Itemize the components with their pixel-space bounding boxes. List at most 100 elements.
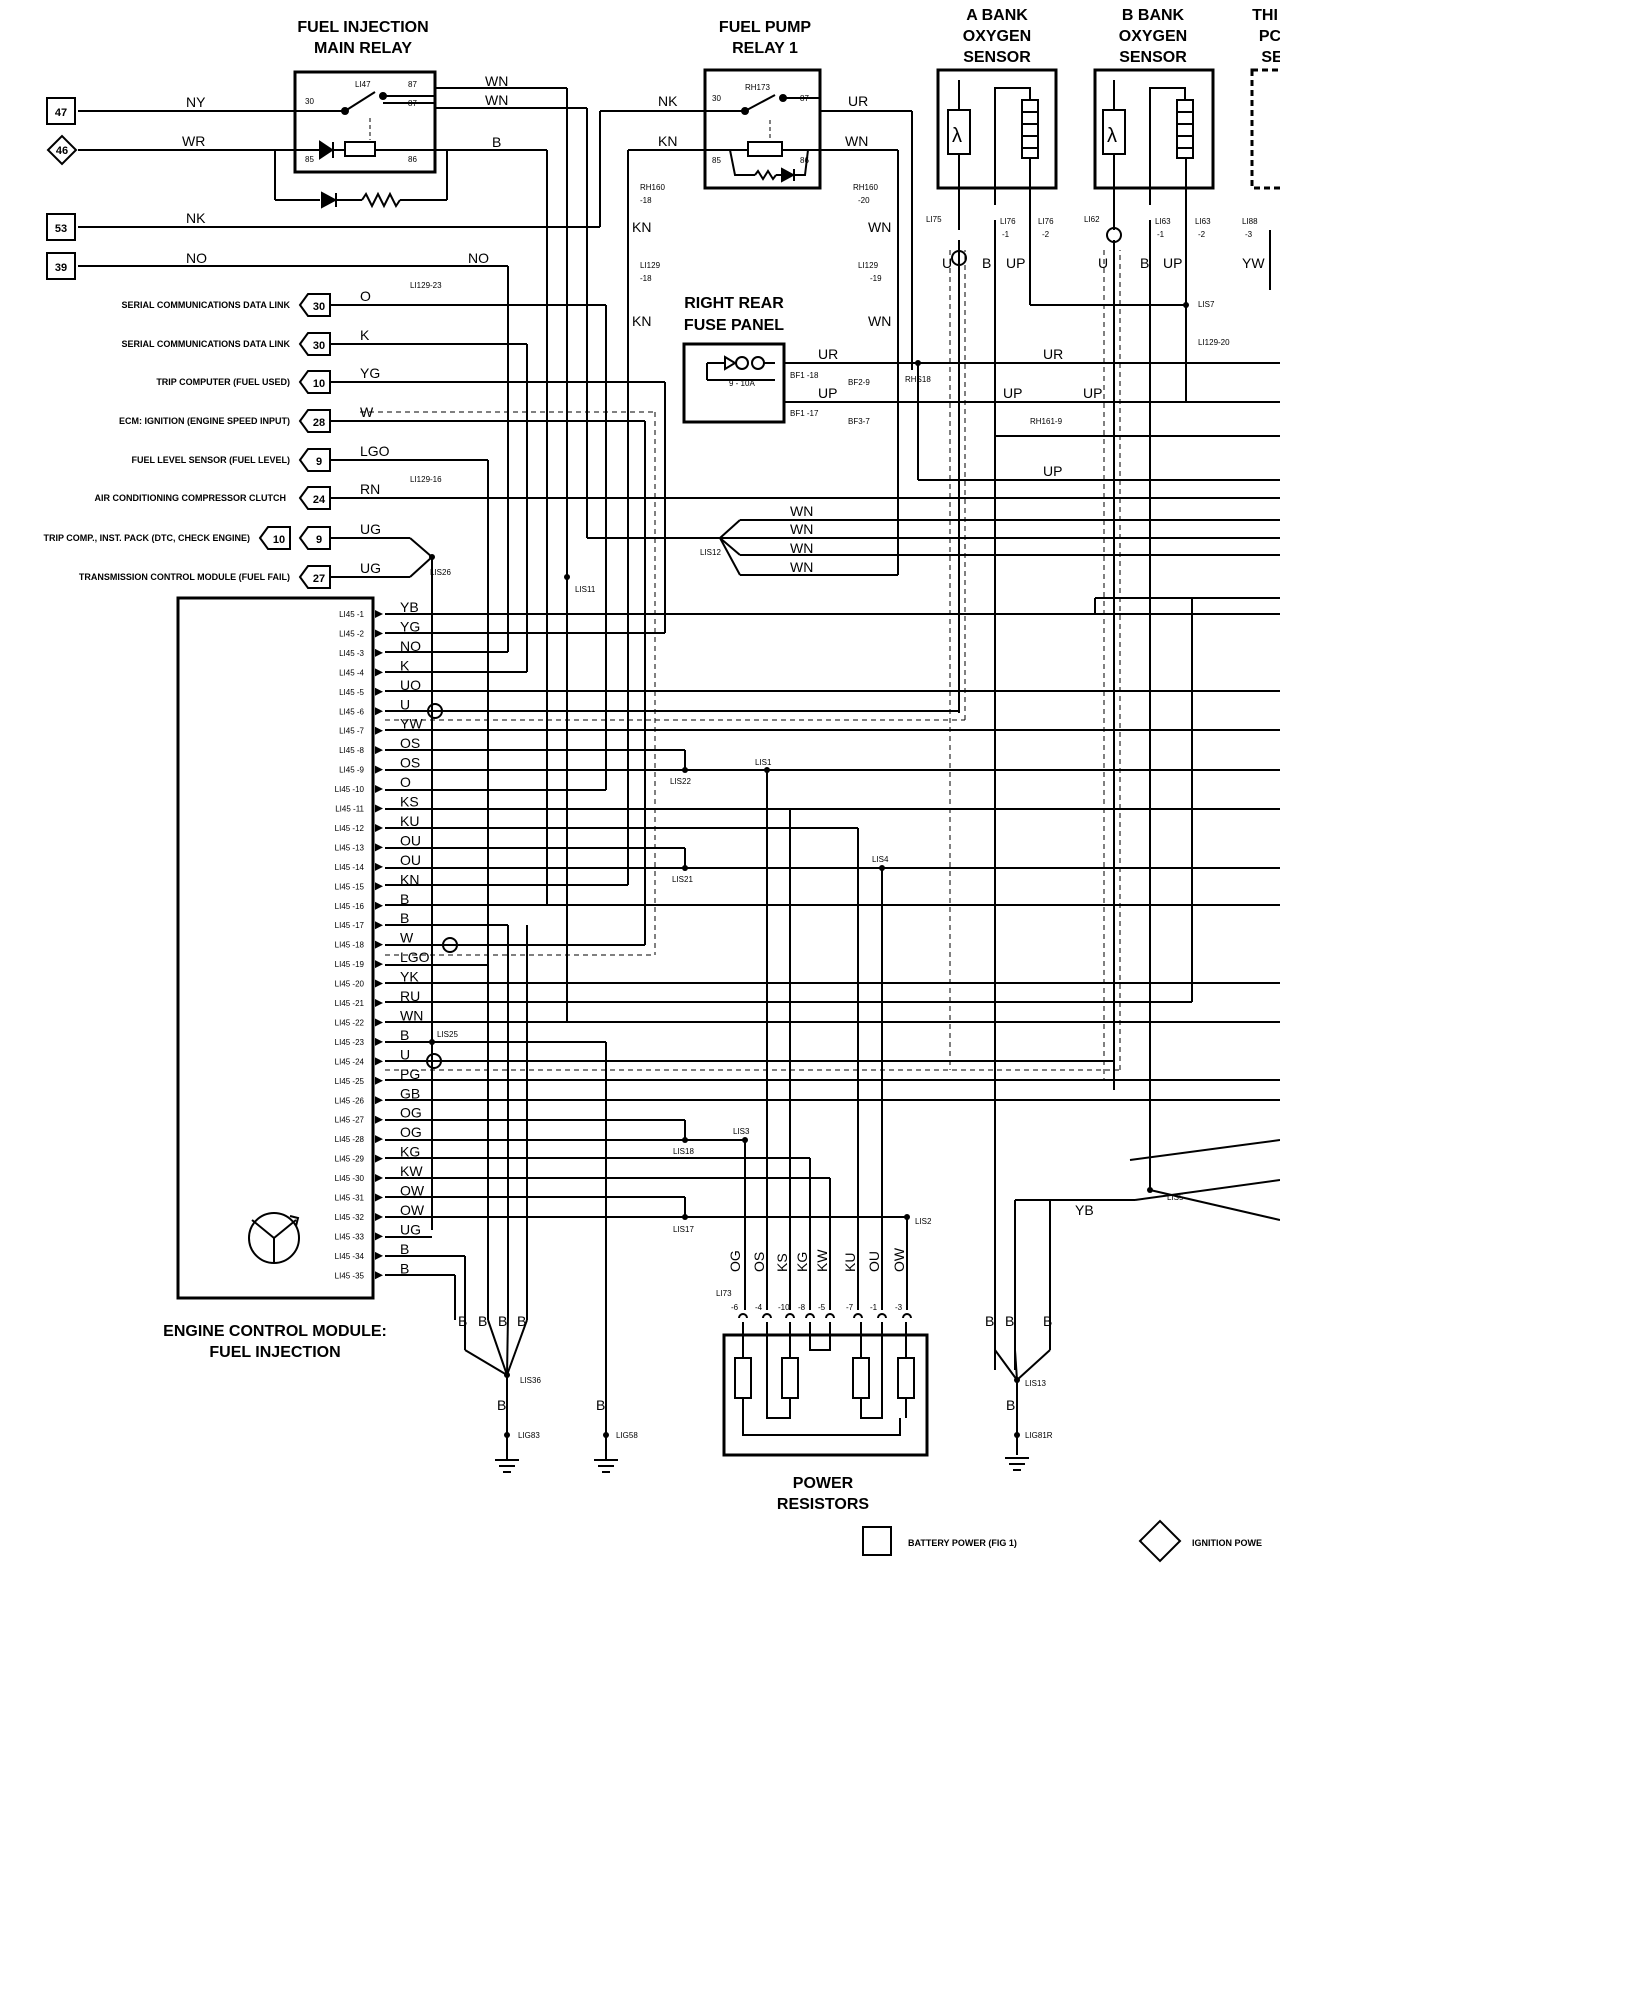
resistor-wire-label: OW [891,1247,907,1272]
ecm-pin-connector [375,960,383,969]
ecm-pin-connector [375,707,383,716]
lambda-icon: λ [1107,125,1117,147]
circuit-label: SERIAL COMMUNICATIONS DATA LINK [122,339,291,349]
ecm-pin-connector [375,726,383,735]
power-resistors-title-2: RESISTORS [777,1496,870,1513]
connector-label: -2 [1198,230,1206,239]
ecm-pin-label: LI45 -2 [339,629,364,638]
ecm-wire-label: PG [400,1066,420,1082]
wire-label: NK [658,93,678,109]
circuit-label: SERIAL COMMUNICATIONS DATA LINK [122,300,291,310]
connector-label: LIS5 [1167,1193,1184,1202]
wire-label: B [985,1313,994,1329]
ecm-pin-label: LI45 -33 [335,1232,365,1241]
resistor-pin-label: -8 [798,1303,806,1312]
circuit-number: 24 [313,494,326,506]
ecm-wire-label: U [400,1046,410,1062]
wire-label: NO [468,250,489,266]
ecm-wire-label: KN [400,871,419,887]
ecm-wire-label: LGO [400,949,430,965]
ecm-pin-connector [375,629,383,638]
wire-label: LGO [360,443,390,459]
relay-pin: 87 [408,99,417,108]
pump-relay-title-2: RELAY 1 [732,40,798,57]
connector-label: LIG81R [1025,1431,1053,1440]
wire-label: B [517,1313,526,1329]
fuse-panel [682,342,1280,424]
connector-label: LIS13 [1025,1379,1046,1388]
ecm-wire-label: GB [400,1085,420,1101]
ecm-pin-label: LI45 -10 [335,785,365,794]
ecm-wire-label: KS [400,794,419,810]
legend-ignition: IGNITION POWE [1192,1538,1262,1548]
lambda-icon: λ [952,125,962,147]
ecm-pin-connector [375,823,383,832]
circuit-label: ECM: IGNITION (ENGINE SPEED INPUT) [119,416,290,426]
circuit-label: FUEL LEVEL SENSOR (FUEL LEVEL) [131,455,290,465]
pump-relay [599,68,913,885]
wire-label: B [1005,1313,1014,1329]
ecm-pin-label: LI45 -16 [335,902,365,911]
ecm-pin-label: LI45 -34 [335,1252,365,1261]
wire-label: WN [790,503,813,519]
third-sensor-title-1: THI [1252,7,1278,24]
connector-label: LI63 [1155,217,1171,226]
ecm-pin-label: LI45 -27 [335,1116,365,1125]
ecm-wire-label: B [400,1241,409,1257]
ecm-pin-connector [375,1232,383,1241]
wire-label: YG [360,365,380,381]
wiring-diagram: FUEL INJECTION MAIN RELAY FUEL PUMP RELA… [43,7,1280,1563]
ecm-pin-connector [375,648,383,657]
ecm-pin-connector [375,1115,383,1124]
relay-pin: 30 [712,94,721,103]
connector-label: LIG83 [518,1431,540,1440]
wire-label: WN [790,559,813,575]
ecm-pin-label: LI45 -19 [335,960,365,969]
wire-label: NO [186,250,207,266]
arrow-terminals [258,293,331,589]
resistor-pin-label: -1 [870,1303,878,1312]
wire-label: B [982,255,991,271]
relay-pin: 30 [305,97,314,106]
connector-label: LIS25 [437,1030,458,1039]
circuit-label: AIR CONDITIONING COMPRESSOR CLUTCH [94,493,286,503]
b-bank-sensor [1093,68,1215,1190]
resistor-wire-label: KG [794,1252,810,1272]
ecm-pin-connector [375,1096,383,1105]
main-relay [78,70,587,209]
ecm-pin-connector [375,843,383,852]
wire-label: UP [1043,463,1062,479]
wire-label: UP [1163,255,1182,271]
connector-label: LIS1 [755,758,772,767]
ecm-wire-label: O [400,774,411,790]
fuse-value: 9 - 10A [729,379,755,388]
ecm-pin-connector [375,979,383,988]
ecm-wire-label: OW [400,1183,425,1199]
power-resistors [722,1322,929,1457]
connector-label: LI129-23 [410,281,442,290]
relay-pin: 85 [712,156,721,165]
ecm-pin-label: LI45 -5 [339,688,364,697]
ecm-wire-label: YB [400,599,419,615]
connector-label: LI76 [1000,217,1016,226]
circuit-number: 30 [313,340,325,352]
resistor-pin-connector [762,1313,772,1319]
ecm-pin-connector [375,921,383,930]
ecm-wire-label: K [400,657,410,673]
a-bank-title-1: A BANK [966,7,1028,24]
wire-label: UG [360,560,381,576]
wire-label: B [478,1313,487,1329]
ecm-pin-label: LI45 -12 [335,824,365,833]
ecm-wire-label: OS [400,755,420,771]
fuse-panel-title-1: RIGHT REAR [684,295,784,312]
connector-label: LI73 [716,1289,732,1298]
circuit-53: 53 [55,223,67,235]
ecm-pin-connector [375,1057,383,1066]
wire-label: WN [868,219,891,235]
ecm-pin-label: LI45 -15 [335,882,365,891]
connector-label: LIS26 [430,568,451,577]
resistor-pin-label: -10 [778,1303,790,1312]
wire-label: WR [182,133,205,149]
ecm-wire-label: OG [400,1105,422,1121]
relay-pin: 87 [800,94,809,103]
